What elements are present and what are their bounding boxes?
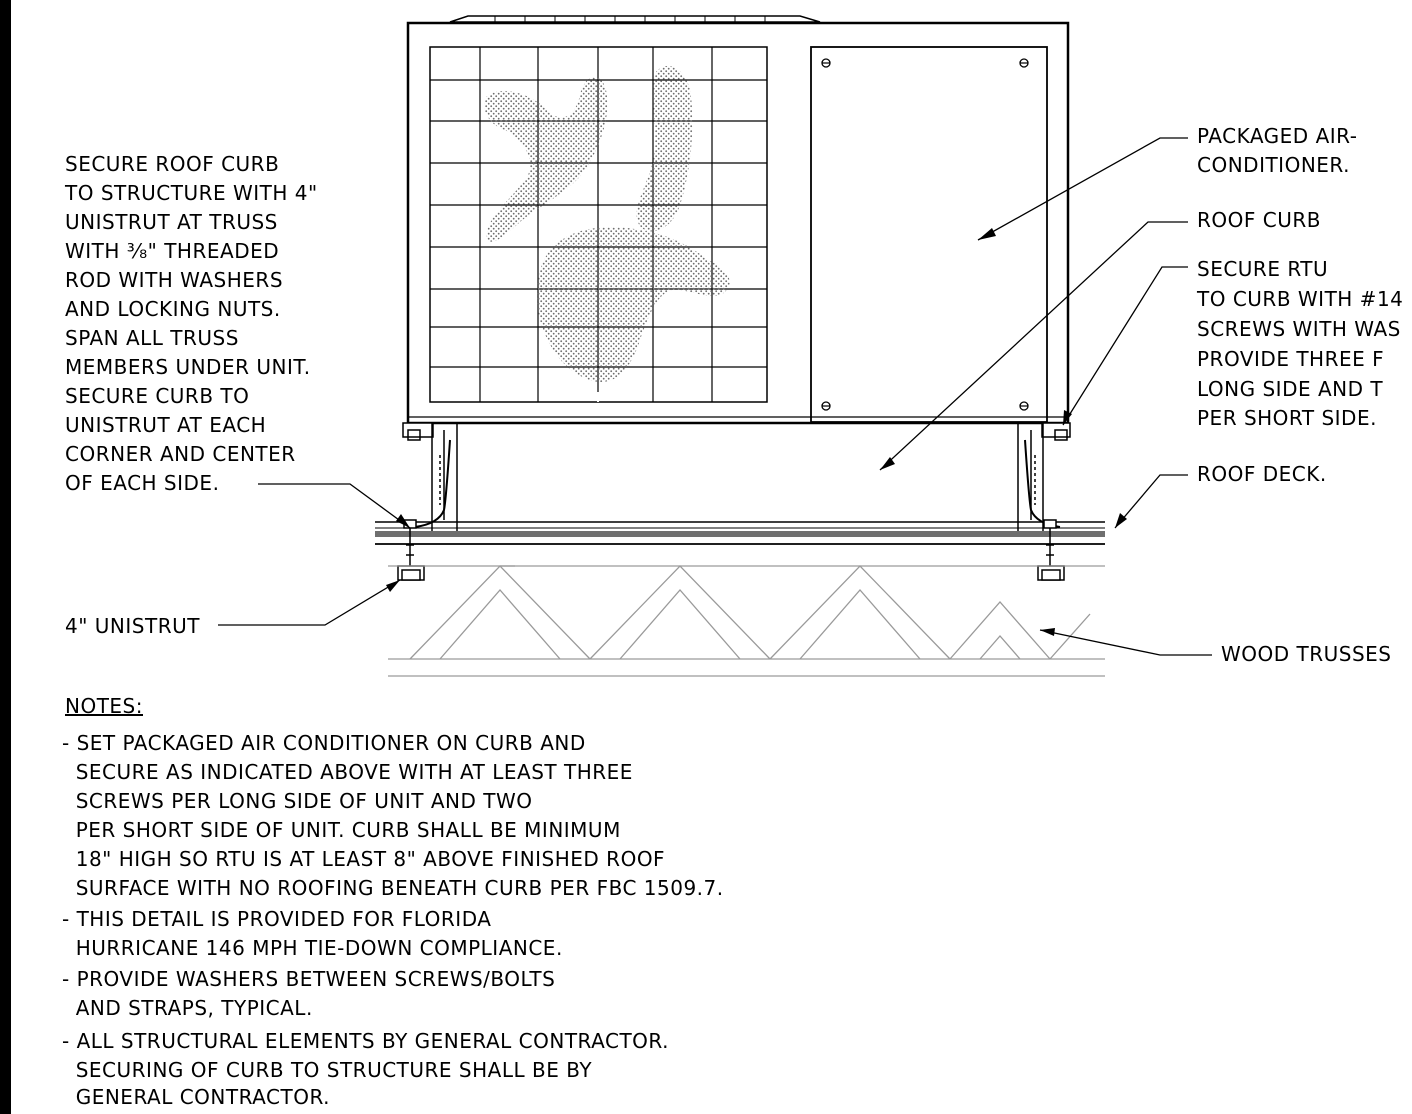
callout-secure-curb-line: OF EACH SIDE.	[65, 471, 220, 495]
notes-line: SCREWS PER LONG SIDE OF UNIT AND TWO	[62, 789, 533, 813]
roof-deck	[375, 521, 1105, 545]
threaded-rod-right	[1037, 519, 1065, 581]
notes-header: NOTES:	[65, 694, 143, 718]
fan-blade-lower	[537, 227, 730, 383]
notes-line: - ALL STRUCTURAL ELEMENTS BY GENERAL CON…	[62, 1029, 669, 1053]
notes-line: 18" HIGH SO RTU IS AT LEAST 8" ABOVE FIN…	[62, 847, 666, 871]
callout-roof-deck: ROOF DECK.	[1197, 462, 1327, 486]
notes-line: - SET PACKAGED AIR CONDITIONER ON CURB A…	[62, 731, 586, 755]
notes-line: AND STRAPS, TYPICAL.	[62, 996, 313, 1020]
callout-secure-curb-line: UNISTRUT AT EACH	[65, 413, 267, 437]
callout-secure-rtu-line: SECURE RTU	[1197, 257, 1329, 281]
callout-secure-rtu-line: TO CURB WITH #14	[1197, 287, 1404, 311]
notes-line: - PROVIDE WASHERS BETWEEN SCREWS/BOLTS	[62, 967, 556, 991]
callout-secure-curb-line: WITH ³⁄₈" THREADED	[65, 239, 280, 263]
callout-packaged-ac-line: PACKAGED AIR-	[1197, 124, 1358, 148]
callout-secure-rtu-line: SCREWS WITH WAS	[1197, 317, 1401, 341]
fan-blade-right	[636, 66, 693, 232]
callout-roof-curb: ROOF CURB	[1197, 208, 1321, 232]
callout-wood-trusses: WOOD TRUSSES	[1221, 642, 1392, 666]
notes-line: GENERAL CONTRACTOR.	[62, 1085, 330, 1109]
callout-packaged-ac-line: CONDITIONER.	[1197, 153, 1350, 177]
callout-unistrut: 4" UNISTRUT	[65, 614, 200, 638]
leader-lines	[218, 137, 1212, 656]
notes-line: PER SHORT SIDE OF UNIT. CURB SHALL BE MI…	[62, 818, 621, 842]
louver-ticks	[494, 16, 766, 22]
callout-secure-curb-line: CORNER AND CENTER	[65, 442, 296, 466]
notes-line: SURFACE WITH NO ROOFING BENEATH CURB PER…	[62, 876, 724, 900]
access-panel	[810, 46, 1048, 423]
notes-line: SECURE AS INDICATED ABOVE WITH AT LEAST …	[62, 760, 633, 784]
callout-secure-rtu-line: PER SHORT SIDE.	[1197, 406, 1377, 430]
callout-secure-curb-line: SPAN ALL TRUSS	[65, 326, 239, 350]
notes-line: - THIS DETAIL IS PROVIDED FOR FLORIDA	[62, 907, 492, 931]
callout-secure-curb-line: TO STRUCTURE WITH 4"	[65, 181, 318, 205]
callout-secure-curb-line: SECURE ROOF CURB	[65, 152, 280, 176]
callout-secure-curb-line: UNISTRUT AT TRUSS	[65, 210, 278, 234]
callout-secure-curb-line: ROD WITH WASHERS	[65, 268, 284, 292]
sheet-border	[0, 0, 11, 1114]
callout-secure-rtu-line: PROVIDE THREE F	[1197, 347, 1385, 371]
condenser-grille	[429, 46, 768, 403]
callout-secure-rtu-line: LONG SIDE AND T	[1197, 377, 1384, 401]
roof-curb-left	[402, 422, 458, 534]
callout-secure-curb-line: AND LOCKING NUTS.	[65, 297, 281, 321]
roof-curb-right	[1017, 422, 1071, 534]
notes-line: HURRICANE 146 MPH TIE-DOWN COMPLIANCE.	[62, 936, 563, 960]
fan-blade-upper	[484, 77, 608, 242]
notes-line: SECURING OF CURB TO STRUCTURE SHALL BE B…	[62, 1058, 593, 1082]
callout-secure-curb-line: MEMBERS UNDER UNIT.	[65, 355, 311, 379]
callout-secure-curb-line: SECURE CURB TO	[65, 384, 250, 408]
wood-trusses	[388, 565, 1105, 677]
leader-arrowheads	[386, 228, 1127, 636]
threaded-rod-left	[397, 519, 425, 581]
